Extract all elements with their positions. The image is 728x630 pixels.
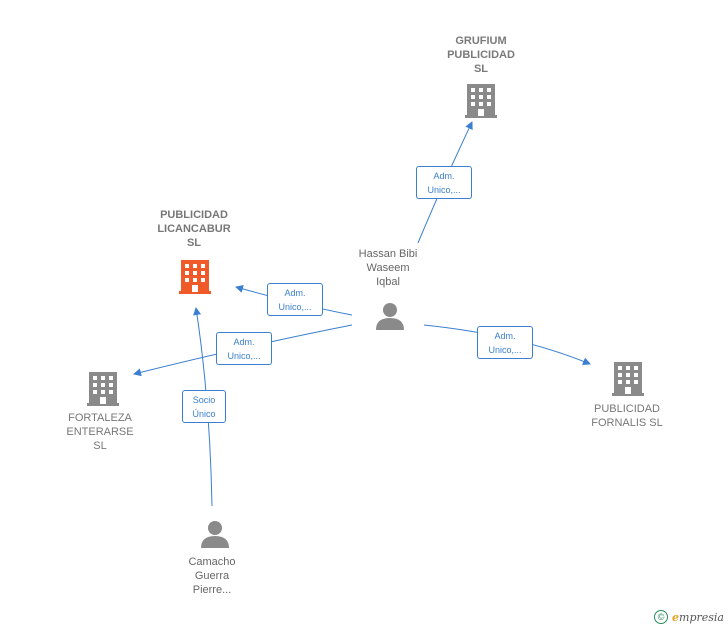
- person-icon: [376, 303, 404, 330]
- copyright-icon: ©: [654, 610, 669, 624]
- node-label-fortaleza[interactable]: FORTALEZA ENTERARSE SL: [66, 412, 134, 452]
- footer-brand: © empresia: [654, 610, 724, 624]
- edge-label-camacho[interactable]: Socio Único: [182, 390, 226, 423]
- person-icon: [201, 521, 229, 548]
- edge-label-fortaleza[interactable]: Adm. Unico,...: [216, 332, 272, 365]
- edge-label-grufium[interactable]: Adm. Unico,...: [416, 166, 472, 199]
- building-icon: [612, 362, 644, 396]
- node-label-licancabur[interactable]: PUBLICIDAD LICANCABUR SL: [157, 209, 231, 249]
- edge-label-fornalis[interactable]: Adm. Unico,...: [477, 326, 533, 359]
- node-label-hassan[interactable]: Hassan Bibi Waseem Iqbal: [358, 248, 418, 288]
- building-icon: [465, 84, 497, 118]
- brand-logo: empresia: [672, 610, 724, 624]
- building-icon: [87, 372, 119, 406]
- node-label-fornalis[interactable]: PUBLICIDAD FORNALIS SL: [591, 403, 663, 429]
- node-label-grufium[interactable]: GRUFIUM PUBLICIDAD SL: [447, 35, 515, 75]
- node-label-camacho[interactable]: Camacho Guerra Pierre...: [188, 556, 236, 596]
- building-icon: [179, 260, 211, 294]
- edge-label-licancabur[interactable]: Adm. Unico,...: [267, 283, 323, 316]
